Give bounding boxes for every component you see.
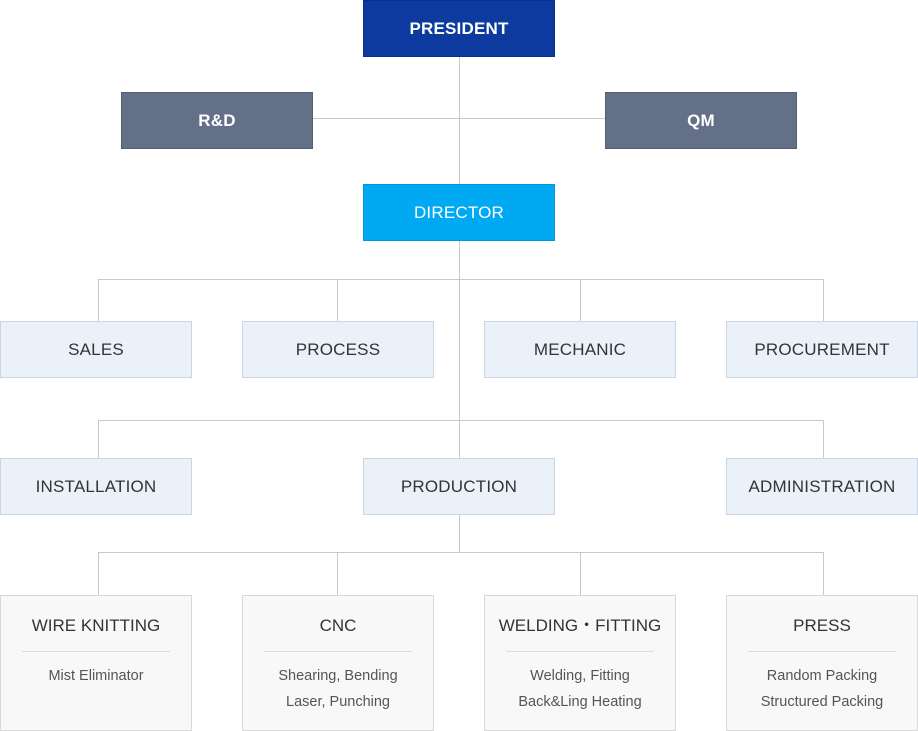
divider (264, 651, 412, 652)
dept-installation: INSTALLATION (0, 458, 192, 515)
divider (748, 651, 896, 652)
unit-title: CNC (319, 616, 357, 635)
unit-item: Structured Packing (760, 694, 884, 710)
connector-installation (98, 420, 99, 458)
unit-item: Random Packing (766, 668, 878, 684)
dept-procurement: PROCUREMENT (726, 321, 918, 378)
president-box: PRESIDENT (363, 0, 555, 57)
connector-procurement (823, 279, 824, 321)
connector-welding (580, 552, 581, 595)
connector-mechanic (580, 279, 581, 321)
unit-title: PRESS (793, 616, 851, 635)
unit-item: Back&Ling Heating (518, 694, 642, 710)
unit-item: Mist Eliminator (48, 668, 144, 684)
unit-cnc: CNC Shearing, Bending Laser, Punching (242, 595, 434, 731)
director-box: DIRECTOR (363, 184, 555, 241)
connector-units-horizontal (98, 552, 824, 553)
connector-wire-knitting (98, 552, 99, 595)
connector-departments-horizontal (98, 279, 824, 280)
unit-welding-fitting: WELDING・FITTING Welding, Fitting Back&Li… (484, 595, 676, 731)
dept-process: PROCESS (242, 321, 434, 378)
unit-item: Shearing, Bending (278, 668, 398, 684)
rd-box: R&D (121, 92, 313, 149)
connector-staff-horizontal (312, 118, 605, 119)
connector-press (823, 552, 824, 595)
unit-title: WELDING・FITTING (498, 616, 662, 635)
connector-operations-horizontal (98, 420, 824, 421)
qm-box: QM (605, 92, 797, 149)
unit-press: PRESS Random Packing Structured Packing (726, 595, 918, 731)
connector-main-vertical (459, 56, 460, 553)
unit-item-list: Welding, Fitting Back&Ling Heating (485, 663, 675, 715)
unit-item-list: Mist Eliminator (1, 663, 191, 689)
unit-title: WIRE KNITTING (31, 616, 161, 635)
connector-process (337, 279, 338, 321)
connector-cnc (337, 552, 338, 595)
unit-item-list: Random Packing Structured Packing (727, 663, 917, 715)
unit-item: Welding, Fitting (530, 668, 630, 684)
dept-production: PRODUCTION (363, 458, 555, 515)
divider (22, 651, 170, 652)
unit-item: Laser, Punching (286, 694, 390, 710)
dept-administration: ADMINISTRATION (726, 458, 918, 515)
dept-sales: SALES (0, 321, 192, 378)
unit-wire-knitting: WIRE KNITTING Mist Eliminator (0, 595, 192, 731)
connector-administration (823, 420, 824, 458)
unit-item-list: Shearing, Bending Laser, Punching (243, 663, 433, 715)
dept-mechanic: MECHANIC (484, 321, 676, 378)
divider (506, 651, 654, 652)
connector-sales (98, 279, 99, 321)
